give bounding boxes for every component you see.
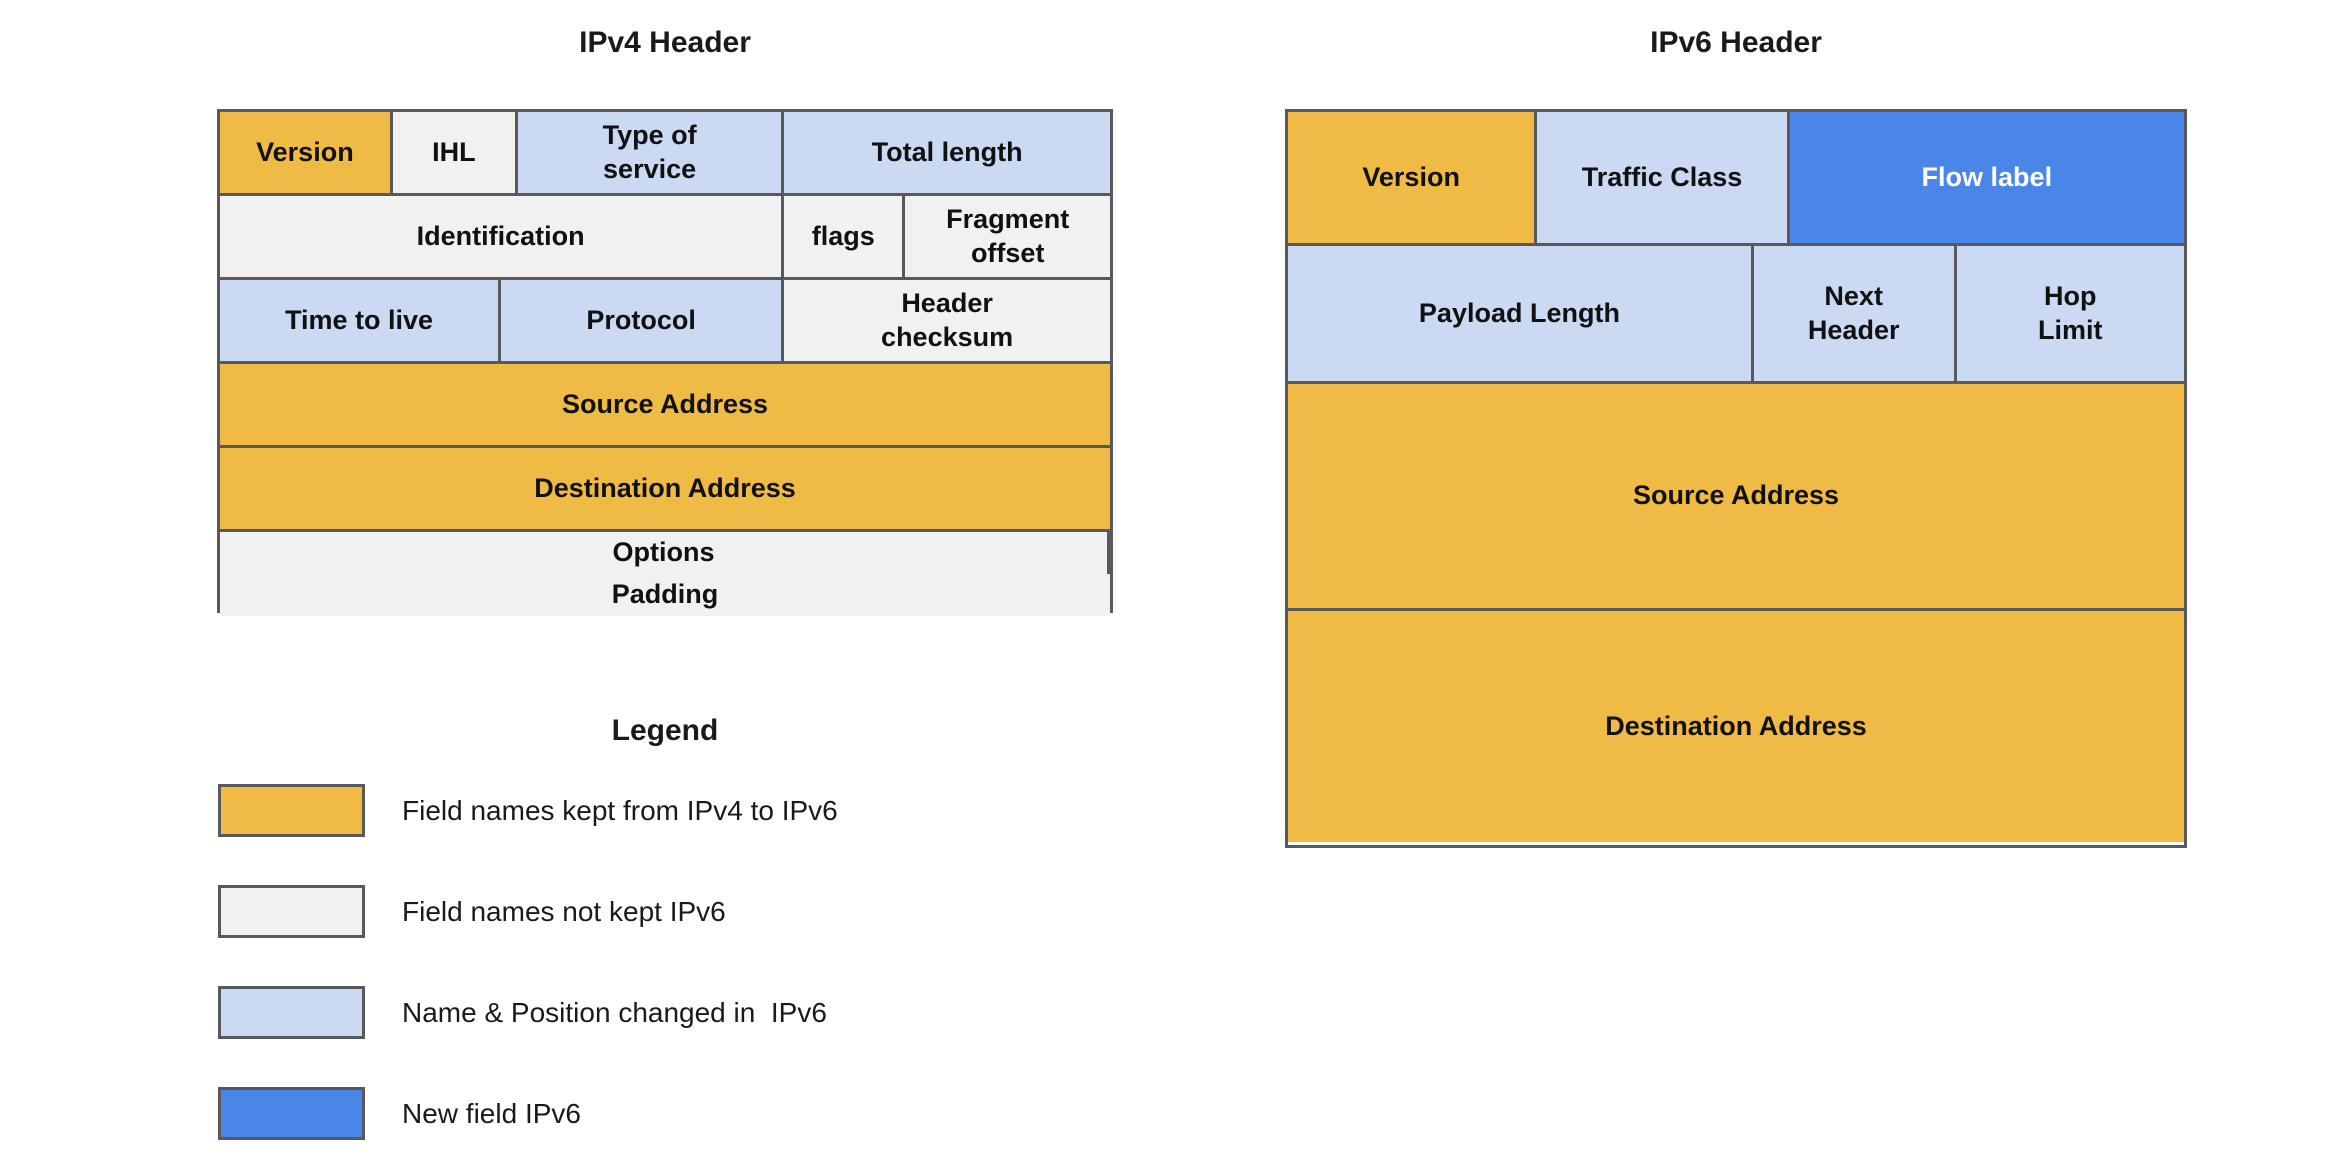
- ipv6-row-3: Source Address: [1288, 384, 2184, 611]
- ipv4-cell-padding: Padding: [220, 574, 1110, 616]
- ipv4-cell-type-of-service: Type of service: [517, 112, 785, 193]
- ipv4-cell-fragment-offset: Fragment offset: [905, 196, 1110, 277]
- ipv6-row-2: Payload Length Next Header Hop Limit: [1288, 246, 2184, 384]
- ipv6-title: IPv6 Header: [1650, 26, 1822, 59]
- ipv4-cell-identification: Identification: [220, 196, 785, 277]
- legend-label-new-field: New field IPv6: [402, 1097, 581, 1129]
- ipv4-header-table: Version IHL Type of service Total length…: [217, 109, 1113, 616]
- ipv4-cell-protocol: Protocol: [501, 280, 785, 361]
- ipv6-cell-version: Version: [1288, 112, 1538, 243]
- ipv6-cell-destination-address: Destination Address: [1288, 611, 2184, 842]
- legend-label-not-kept: Field names not kept IPv6: [402, 895, 726, 927]
- legend-item-kept: Field names kept from IPv4 to IPv6: [218, 784, 1078, 837]
- ipv4-cell-flags: flags: [784, 196, 906, 277]
- legend-title: Legend: [611, 714, 719, 747]
- legend-swatch-new-field: [218, 1087, 365, 1140]
- ipv6-row-4: Destination Address: [1288, 611, 2184, 842]
- legend-label-changed: Name & Position changed in IPv6: [402, 996, 827, 1028]
- ipv6-cell-hop-limit: Hop Limit: [1956, 246, 2184, 381]
- ipv6-cell-traffic-class: Traffic Class: [1537, 112, 1790, 243]
- legend-swatch-changed: [218, 986, 365, 1039]
- legend-label-kept: Field names kept from IPv4 to IPv6: [402, 794, 838, 826]
- ipv4-cell-destination-address: Destination Address: [220, 448, 1110, 529]
- ipv4-cell-ihl: IHL: [392, 112, 518, 193]
- ipv4-row-6: Options Padding: [220, 532, 1110, 616]
- ipv6-cell-payload-length: Payload Length: [1288, 246, 1754, 381]
- ipv4-cell-source-address: Source Address: [220, 364, 1110, 445]
- ipv4-title: IPv4 Header: [579, 26, 751, 59]
- ipv6-header-table: Version Traffic Class Flow label Payload…: [1285, 109, 2187, 848]
- ipv6-cell-source-address: Source Address: [1288, 384, 2184, 608]
- ipv4-cell-options: Options: [220, 532, 1110, 574]
- ipv4-row-1: Version IHL Type of service Total length: [220, 112, 1110, 196]
- ipv6-cell-flow-label: Flow label: [1789, 112, 2184, 243]
- legend-swatch-not-kept: [218, 885, 365, 938]
- ipv4-row-5: Destination Address: [220, 448, 1110, 532]
- ipv4-row-4: Source Address: [220, 364, 1110, 448]
- ipv6-cell-next-header: Next Header: [1753, 246, 1957, 381]
- ipv4-cell-total-length: Total length: [784, 112, 1110, 193]
- ipv4-row-3: Time to live Protocol Header checksum: [220, 280, 1110, 364]
- legend-item-not-kept: Field names not kept IPv6: [218, 885, 1078, 938]
- ipv4-row-2: Identification flags Fragment offset: [220, 196, 1110, 280]
- ipv4-cell-header-checksum: Header checksum: [784, 280, 1110, 361]
- legend-item-changed: Name & Position changed in IPv6: [218, 986, 1078, 1039]
- legend-swatch-kept: [218, 784, 365, 837]
- ipv4-cell-time-to-live: Time to live: [220, 280, 502, 361]
- ipv4-cell-version: Version: [220, 112, 393, 193]
- ipv6-row-1: Version Traffic Class Flow label: [1288, 112, 2184, 246]
- legend-item-new-field: New field IPv6: [218, 1087, 1078, 1140]
